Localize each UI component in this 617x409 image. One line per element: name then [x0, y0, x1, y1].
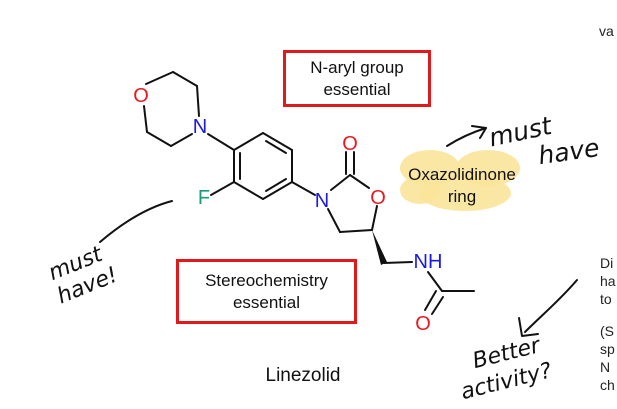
- annotation-must-have-left: must have!: [45, 200, 173, 309]
- stereochemistry-callout-box: Stereochemistry essential: [176, 259, 357, 324]
- cut-text-column: Di ha to (S sp N ch: [600, 254, 616, 394]
- oxazolidinone-label-line1: Oxazolidinone: [408, 165, 516, 184]
- oxazolidinone-label-line2: ring: [448, 187, 476, 206]
- cut-line: Di: [600, 255, 614, 271]
- cut-line: [600, 308, 616, 322]
- atom-o-ring: O: [370, 187, 386, 209]
- aryl-callout-box: N-aryl group essential: [283, 50, 431, 107]
- oxazolidinone-ring: [327, 151, 378, 233]
- morpholine-ring: [143, 71, 200, 147]
- molecule-name: Linezolid: [266, 365, 341, 386]
- benzene-ring: [233, 132, 293, 200]
- atom-n-morpholine: N: [193, 116, 207, 138]
- acetamide: [424, 271, 475, 315]
- cut-text-top: va: [599, 23, 614, 39]
- atom-n-ring: N: [315, 190, 329, 212]
- cut-line: ha: [600, 273, 616, 289]
- atom-o-amide: O: [415, 313, 431, 335]
- cut-line: N: [600, 359, 611, 375]
- annotation-better-activity: Better activity?: [458, 279, 578, 405]
- atom-o-morpholine: O: [133, 85, 149, 107]
- atom-o-carbonyl: O: [342, 133, 358, 155]
- cut-line: to: [600, 291, 612, 307]
- highlight-blob: [400, 150, 520, 211]
- atom-nh: NH: [414, 251, 443, 273]
- stereo-wedge: [372, 230, 387, 265]
- cut-line: (S: [600, 323, 614, 339]
- cut-line: sp: [600, 341, 615, 357]
- cut-line: ch: [600, 377, 615, 393]
- atom-f: F: [198, 187, 210, 209]
